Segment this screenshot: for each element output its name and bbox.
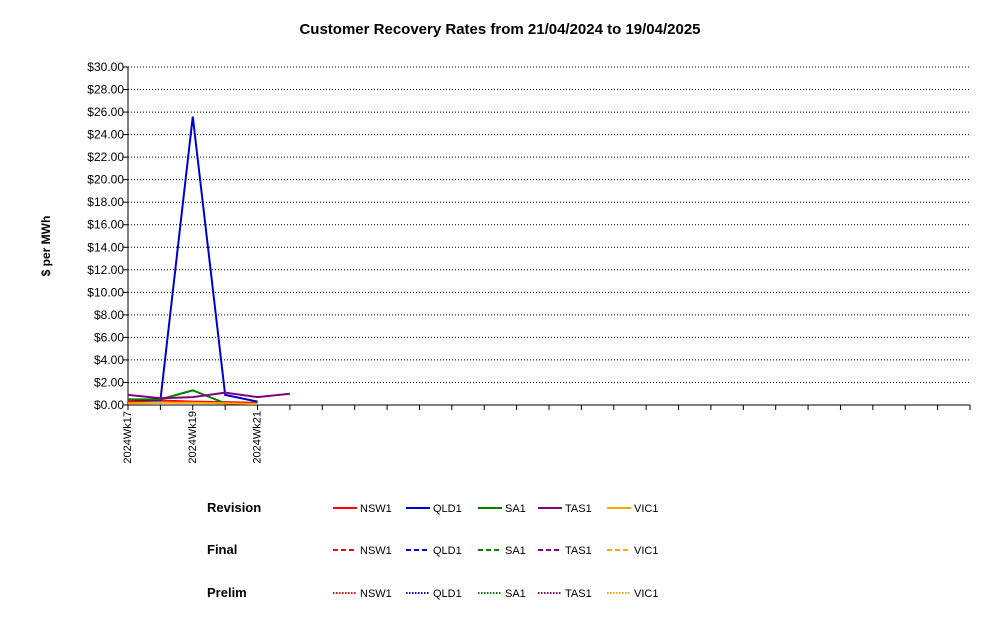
- legend-item-label: QLD1: [433, 588, 462, 600]
- y-tick-label: $24.00: [87, 128, 124, 142]
- y-tick-label: $12.00: [87, 263, 124, 277]
- legend-group-label: Final: [207, 542, 237, 557]
- legend-item-label: SA1: [505, 545, 526, 557]
- legend-item-label: NSW1: [360, 588, 392, 600]
- legend-item-label: VIC1: [634, 588, 658, 600]
- x-tick-label: 2024Wk19: [187, 411, 199, 464]
- y-tick-label: $0.00: [94, 398, 124, 412]
- y-tick-label: $8.00: [94, 308, 124, 322]
- y-tick-label: $2.00: [94, 375, 124, 389]
- legend-item-label: QLD1: [433, 545, 462, 557]
- legend-item-label: SA1: [505, 588, 526, 600]
- x-axis-ticks: 2024Wk17 2024Wk19 2024Wk21: [122, 405, 971, 464]
- y-tick-label: $4.00: [94, 353, 124, 367]
- series-line-vic1: [127, 401, 258, 405]
- legend-item-label: NSW1: [360, 503, 392, 515]
- legend-item-label: TAS1: [565, 545, 592, 557]
- legend-item-label: SA1: [505, 503, 526, 515]
- legend-item-label: VIC1: [634, 503, 658, 515]
- y-tick-label: $10.00: [87, 285, 124, 299]
- y-tick-label: $14.00: [87, 240, 124, 254]
- legend-item-label: TAS1: [565, 503, 592, 515]
- y-tick-label: $26.00: [87, 105, 124, 119]
- x-tick-label: 2024Wk21: [252, 411, 264, 464]
- series-lines: [127, 116, 291, 405]
- axes: [127, 67, 970, 406]
- legend-item-label: QLD1: [433, 503, 462, 515]
- chart-title: Customer Recovery Rates from 21/04/2024 …: [299, 21, 700, 38]
- y-tick-label: $22.00: [87, 150, 124, 164]
- legend-item-label: NSW1: [360, 545, 392, 557]
- series-line-qld1: [127, 116, 258, 403]
- legend-group-label: Revision: [207, 500, 261, 515]
- y-tick-label: $16.00: [87, 218, 124, 232]
- y-axis-ticks: $0.00 $2.00 $4.00 $6.00 $8.00 $10.00 $12.00 $14…: [87, 60, 128, 412]
- legend-item-label: TAS1: [565, 588, 592, 600]
- y-tick-label: $18.00: [87, 195, 124, 209]
- gridlines: [128, 66, 970, 383]
- y-tick-label: $6.00: [94, 330, 124, 344]
- y-tick-label: $20.00: [87, 173, 124, 187]
- y-tick-label: $28.00: [87, 83, 124, 97]
- legend-group-label: Prelim: [207, 585, 247, 600]
- y-axis-label: $ per MWh: [39, 216, 53, 277]
- legend-item-label: VIC1: [634, 545, 658, 557]
- y-tick-label: $30.00: [87, 60, 124, 74]
- x-tick-label: 2024Wk17: [122, 411, 134, 464]
- series-line-tas1: [127, 391, 291, 400]
